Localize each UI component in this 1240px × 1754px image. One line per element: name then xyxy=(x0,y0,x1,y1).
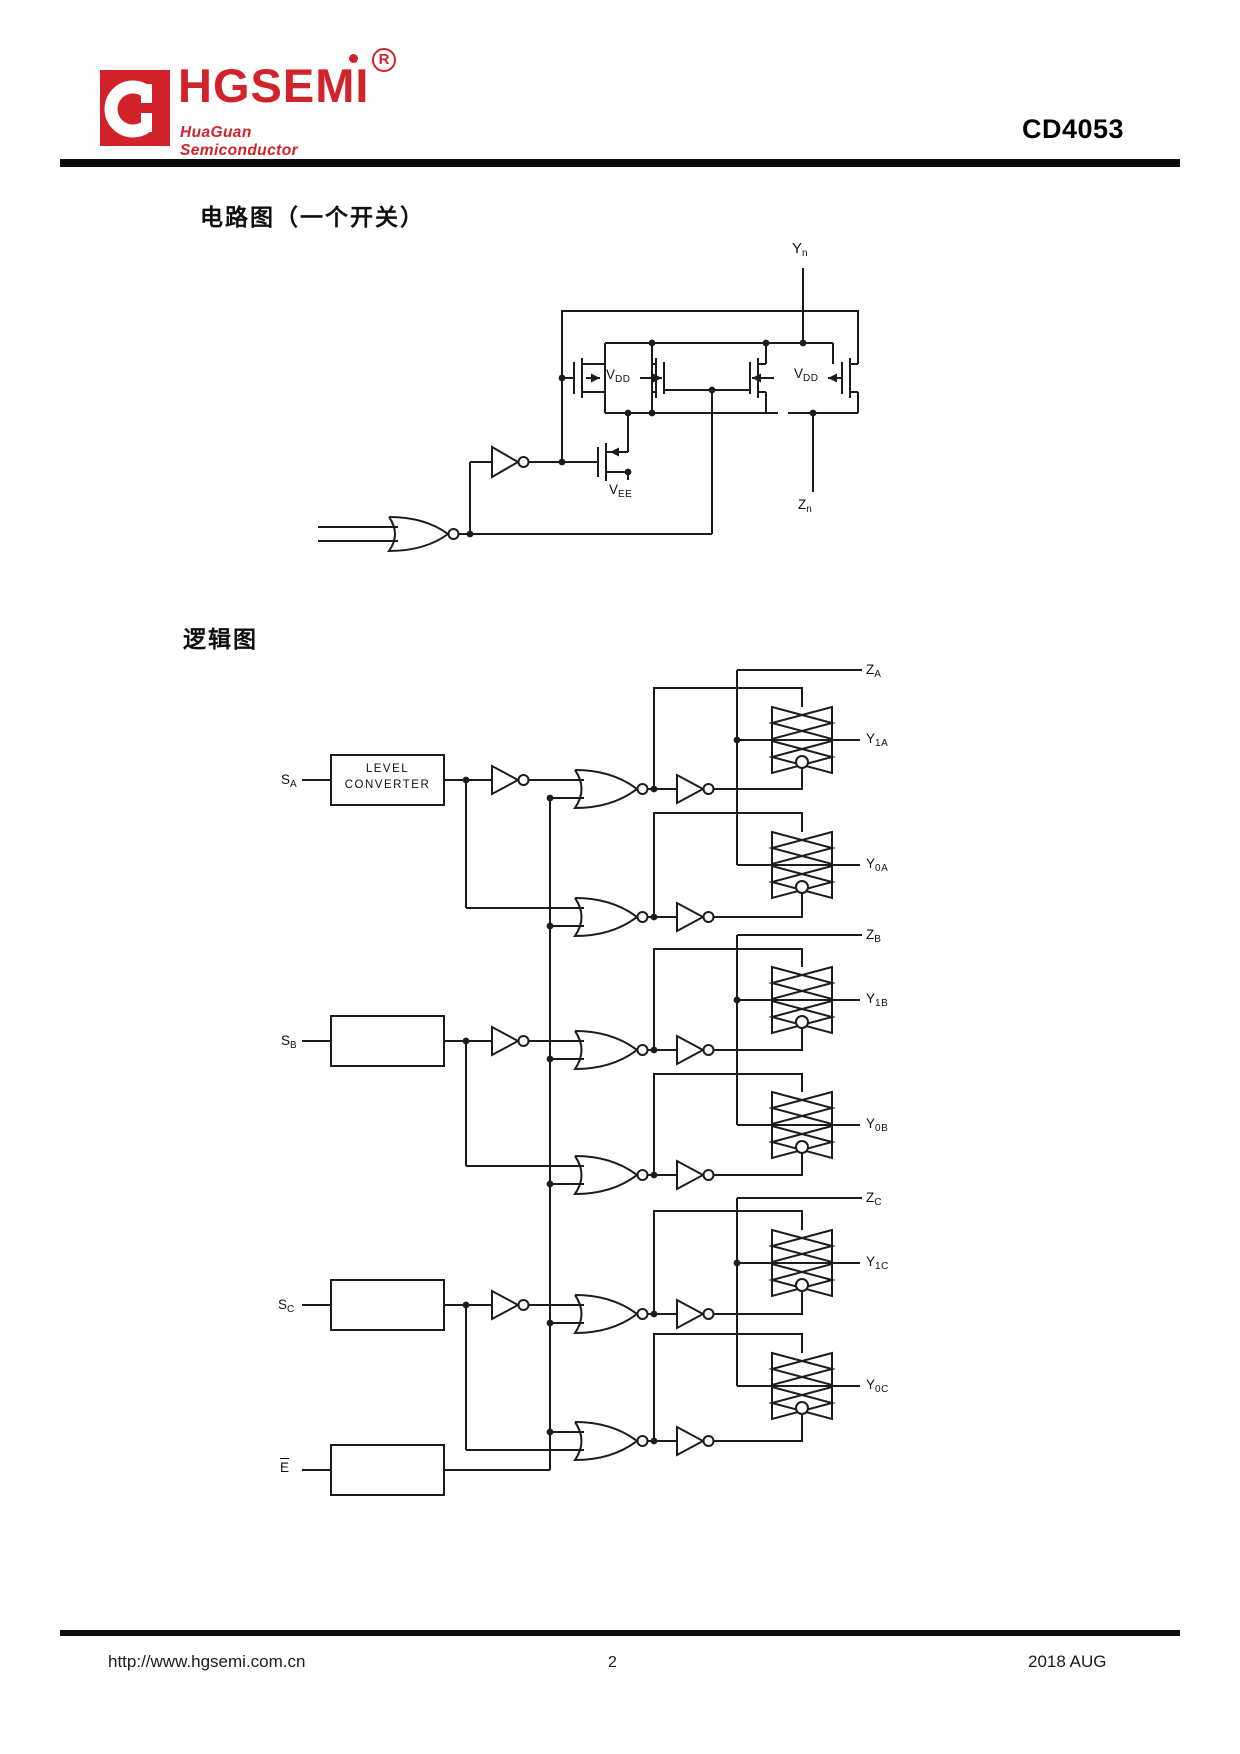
label-vdd-right: VDD xyxy=(794,366,819,384)
label-za: ZA xyxy=(866,662,882,680)
footer-rule xyxy=(60,1630,1180,1636)
label-vdd-left: VDD xyxy=(606,367,631,385)
label-y0a: Y0A xyxy=(866,856,889,874)
header-rule xyxy=(60,159,1180,167)
circuit-diagram xyxy=(318,268,859,553)
brand-tagline: HuaGuan Semiconductor xyxy=(180,124,299,159)
logic-section-title: 逻辑图 xyxy=(183,627,258,652)
brand-wordmark: HGSEMI xyxy=(178,59,370,112)
footer-page-number: 2 xyxy=(608,1654,617,1671)
registered-mark: R xyxy=(372,48,396,72)
hgsemi-logo-icon xyxy=(100,70,170,146)
logic-diagram xyxy=(302,669,862,1496)
footer-url: http://www.hgsemi.com.cn xyxy=(108,1652,306,1671)
label-y0c: Y0C xyxy=(866,1377,889,1395)
label-zn: Zn xyxy=(798,497,813,515)
label-sc: SC xyxy=(278,1297,295,1315)
label-y1b: Y1B xyxy=(866,991,889,1009)
level-converter-label: LEVEL CONVERTER xyxy=(344,763,431,791)
label-sa: SA xyxy=(281,772,298,790)
label-zc: ZC xyxy=(866,1190,882,1208)
label-y0b: Y0B xyxy=(866,1116,889,1134)
label-zb: ZB xyxy=(866,927,882,945)
part-number: CD4053 xyxy=(1022,114,1125,144)
label-enable: E xyxy=(280,1458,290,1475)
circuit-section-title: 电路图（一个开关） xyxy=(200,205,425,230)
brand-i-dot xyxy=(349,54,358,63)
label-y1c: Y1C xyxy=(866,1254,889,1272)
footer-date: 2018 AUG xyxy=(1028,1652,1107,1671)
label-y1a: Y1A xyxy=(866,731,889,749)
label-vee: VEE xyxy=(609,482,633,500)
label-yn: Yn xyxy=(792,240,809,259)
label-sb: SB xyxy=(281,1033,298,1051)
